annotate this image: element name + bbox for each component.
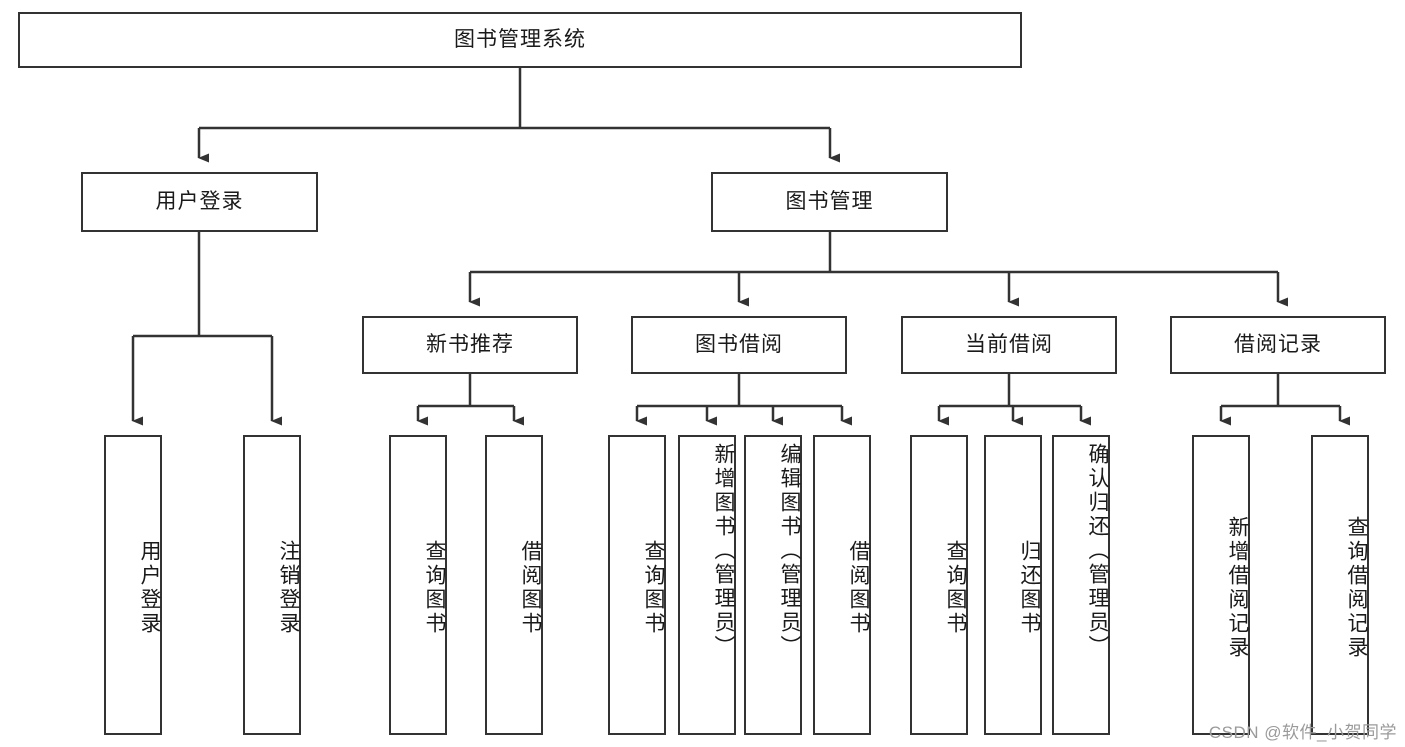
node-leaf-return-book[interactable]: 归还图书: [984, 435, 1042, 735]
node-leaf-confirm-return-label: 确认归还（管理员）: [1086, 443, 1109, 659]
node-new-book-rec[interactable]: 新书推荐: [362, 316, 578, 374]
node-leaf-query-book-1[interactable]: 查询图书: [389, 435, 447, 735]
node-leaf-query-book-1-label: 查询图书: [423, 540, 446, 636]
node-leaf-add-record-label: 新增借阅记录: [1226, 516, 1249, 660]
node-leaf-query-book-3-label: 查询图书: [944, 540, 967, 636]
node-user-login-label: 用户登录: [155, 189, 244, 213]
node-book-borrow[interactable]: 图书借阅: [631, 316, 847, 374]
node-root-label: 图书管理系统: [454, 27, 586, 51]
node-leaf-borrow-book-1-label: 借阅图书: [519, 540, 542, 636]
node-leaf-edit-book-label: 编辑图书（管理员）: [778, 443, 801, 659]
node-root[interactable]: 图书管理系统: [18, 12, 1022, 68]
node-leaf-query-record-label: 查询借阅记录: [1345, 516, 1368, 660]
node-leaf-user-login[interactable]: 用户登录: [104, 435, 162, 735]
node-leaf-query-book-3[interactable]: 查询图书: [910, 435, 968, 735]
node-leaf-add-record[interactable]: 新增借阅记录: [1192, 435, 1250, 735]
node-leaf-add-book-label: 新增图书（管理员）: [712, 443, 735, 659]
node-leaf-return-book-label: 归还图书: [1018, 540, 1041, 636]
node-leaf-query-book-2[interactable]: 查询图书: [608, 435, 666, 735]
node-borrow-record-label: 借阅记录: [1234, 332, 1322, 356]
node-borrow-record[interactable]: 借阅记录: [1170, 316, 1386, 374]
node-leaf-edit-book[interactable]: 编辑图书（管理员）: [744, 435, 802, 735]
node-leaf-query-record[interactable]: 查询借阅记录: [1311, 435, 1369, 735]
node-leaf-logout[interactable]: 注销登录: [243, 435, 301, 735]
node-new-book-rec-label: 新书推荐: [426, 332, 514, 356]
node-leaf-query-book-2-label: 查询图书: [642, 540, 665, 636]
node-leaf-borrow-book-2[interactable]: 借阅图书: [813, 435, 871, 735]
node-leaf-borrow-book-2-label: 借阅图书: [847, 540, 870, 636]
node-leaf-user-login-label: 用户登录: [138, 540, 161, 636]
node-leaf-logout-label: 注销登录: [277, 540, 300, 636]
node-leaf-add-book[interactable]: 新增图书（管理员）: [678, 435, 736, 735]
node-current-borrow[interactable]: 当前借阅: [901, 316, 1117, 374]
node-book-manage-label: 图书管理: [785, 189, 874, 213]
node-leaf-confirm-return[interactable]: 确认归还（管理员）: [1052, 435, 1110, 735]
node-book-borrow-label: 图书借阅: [695, 332, 783, 356]
node-user-login[interactable]: 用户登录: [81, 172, 318, 232]
node-book-manage[interactable]: 图书管理: [711, 172, 948, 232]
node-current-borrow-label: 当前借阅: [965, 332, 1053, 356]
node-leaf-borrow-book-1[interactable]: 借阅图书: [485, 435, 543, 735]
